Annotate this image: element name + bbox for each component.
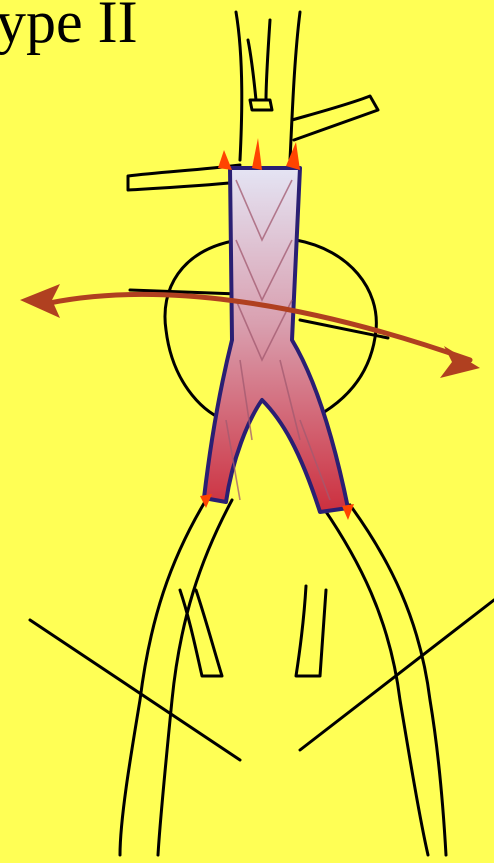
crossing-lines (30, 600, 494, 760)
iliac-arteries (120, 500, 446, 855)
stent-graft (204, 168, 348, 512)
